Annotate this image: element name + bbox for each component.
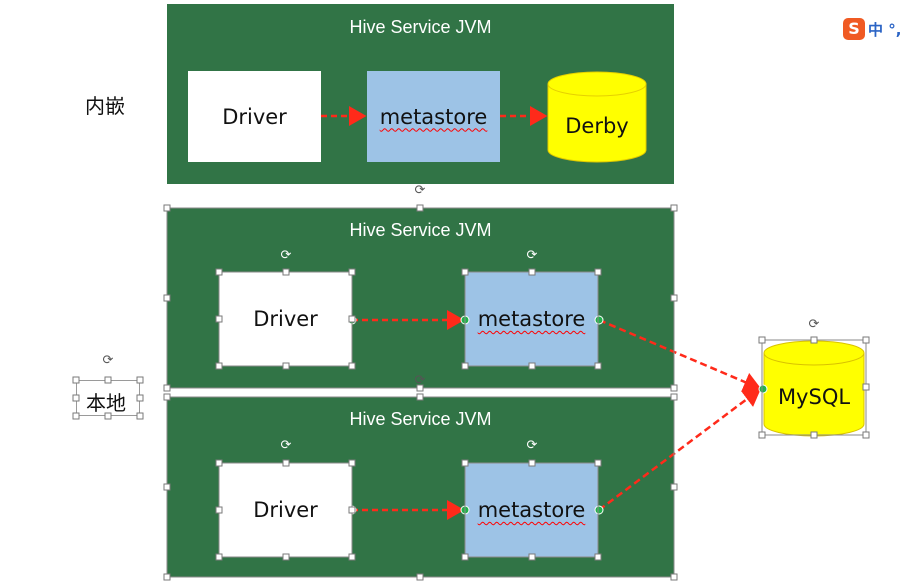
driver-label: Driver <box>222 104 287 129</box>
driver-box-embedded[interactable]: Driver <box>188 71 321 162</box>
metastore-box-embedded[interactable]: metastore <box>367 71 500 162</box>
sogou-ime-icon[interactable]: S <box>843 18 865 40</box>
arrow-metastore-to-mysql-1[interactable] <box>598 318 762 392</box>
jvm-title: Hive Service JVM <box>349 17 492 37</box>
ime-indicator[interactable]: S 中 °, <box>843 18 901 40</box>
metastore-box-local-2[interactable]: metastore <box>465 463 598 557</box>
mysql-label: MySQL <box>778 385 850 409</box>
metastore-label: metastore <box>477 307 586 331</box>
driver-box-local-2[interactable]: Driver <box>219 463 352 557</box>
ime-mode-text[interactable]: 中 °, <box>868 20 902 39</box>
rotate-handle-icon[interactable]: ⟳ <box>102 353 114 368</box>
mysql-cylinder[interactable]: MySQL <box>763 340 865 437</box>
metastore-box-local-1[interactable]: metastore <box>465 272 598 366</box>
jvm-title: Hive Service JVM <box>349 220 492 240</box>
driver-box-local-1[interactable]: Driver <box>219 272 352 366</box>
rotate-handle-icon[interactable]: ⟳ <box>280 438 292 453</box>
metastore-label: metastore <box>477 498 586 522</box>
jvm-title: Hive Service JVM <box>349 409 492 429</box>
rotate-handle-icon[interactable]: ⟳ <box>526 248 538 263</box>
label-local[interactable]: 本地 <box>86 391 126 415</box>
metastore-label: metastore <box>379 104 488 129</box>
arrow-metastore-to-mysql-2[interactable] <box>598 388 761 511</box>
driver-label: Driver <box>253 498 318 522</box>
derby-label: Derby <box>565 114 628 138</box>
label-embedded: 内嵌 <box>85 94 125 118</box>
resize-handle-icon[interactable] <box>72 204 870 581</box>
rotate-handle-icon[interactable]: ⟳ <box>526 438 538 453</box>
rotate-handle-icon[interactable]: ⟳ <box>414 183 426 198</box>
connector-dots <box>347 315 768 515</box>
rotate-handle-icon[interactable]: ⟳ <box>280 248 292 263</box>
driver-label: Driver <box>253 307 318 331</box>
rotate-handle-icon[interactable]: ⟳ <box>414 373 426 388</box>
rotate-handle-icon[interactable]: ⟳ <box>808 317 820 332</box>
derby-cylinder[interactable]: Derby <box>547 71 647 163</box>
